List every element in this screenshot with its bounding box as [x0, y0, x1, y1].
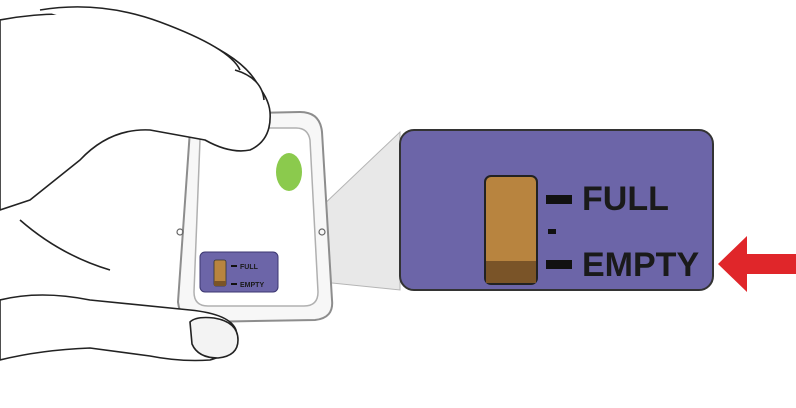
indicator-level: [486, 261, 536, 283]
small-indicator: FULL EMPTY: [200, 252, 278, 292]
arrow-left-icon: [718, 236, 796, 292]
tick-empty: [546, 260, 572, 269]
small-empty-label: EMPTY: [240, 282, 264, 289]
empty-label: EMPTY: [582, 246, 699, 284]
callout-panel: FULL EMPTY: [400, 130, 713, 290]
tick-middle: [548, 229, 556, 234]
full-label: FULL: [582, 180, 669, 218]
tick-full: [546, 195, 572, 204]
small-full-label: FULL: [240, 264, 259, 271]
status-led-icon: [276, 153, 302, 191]
